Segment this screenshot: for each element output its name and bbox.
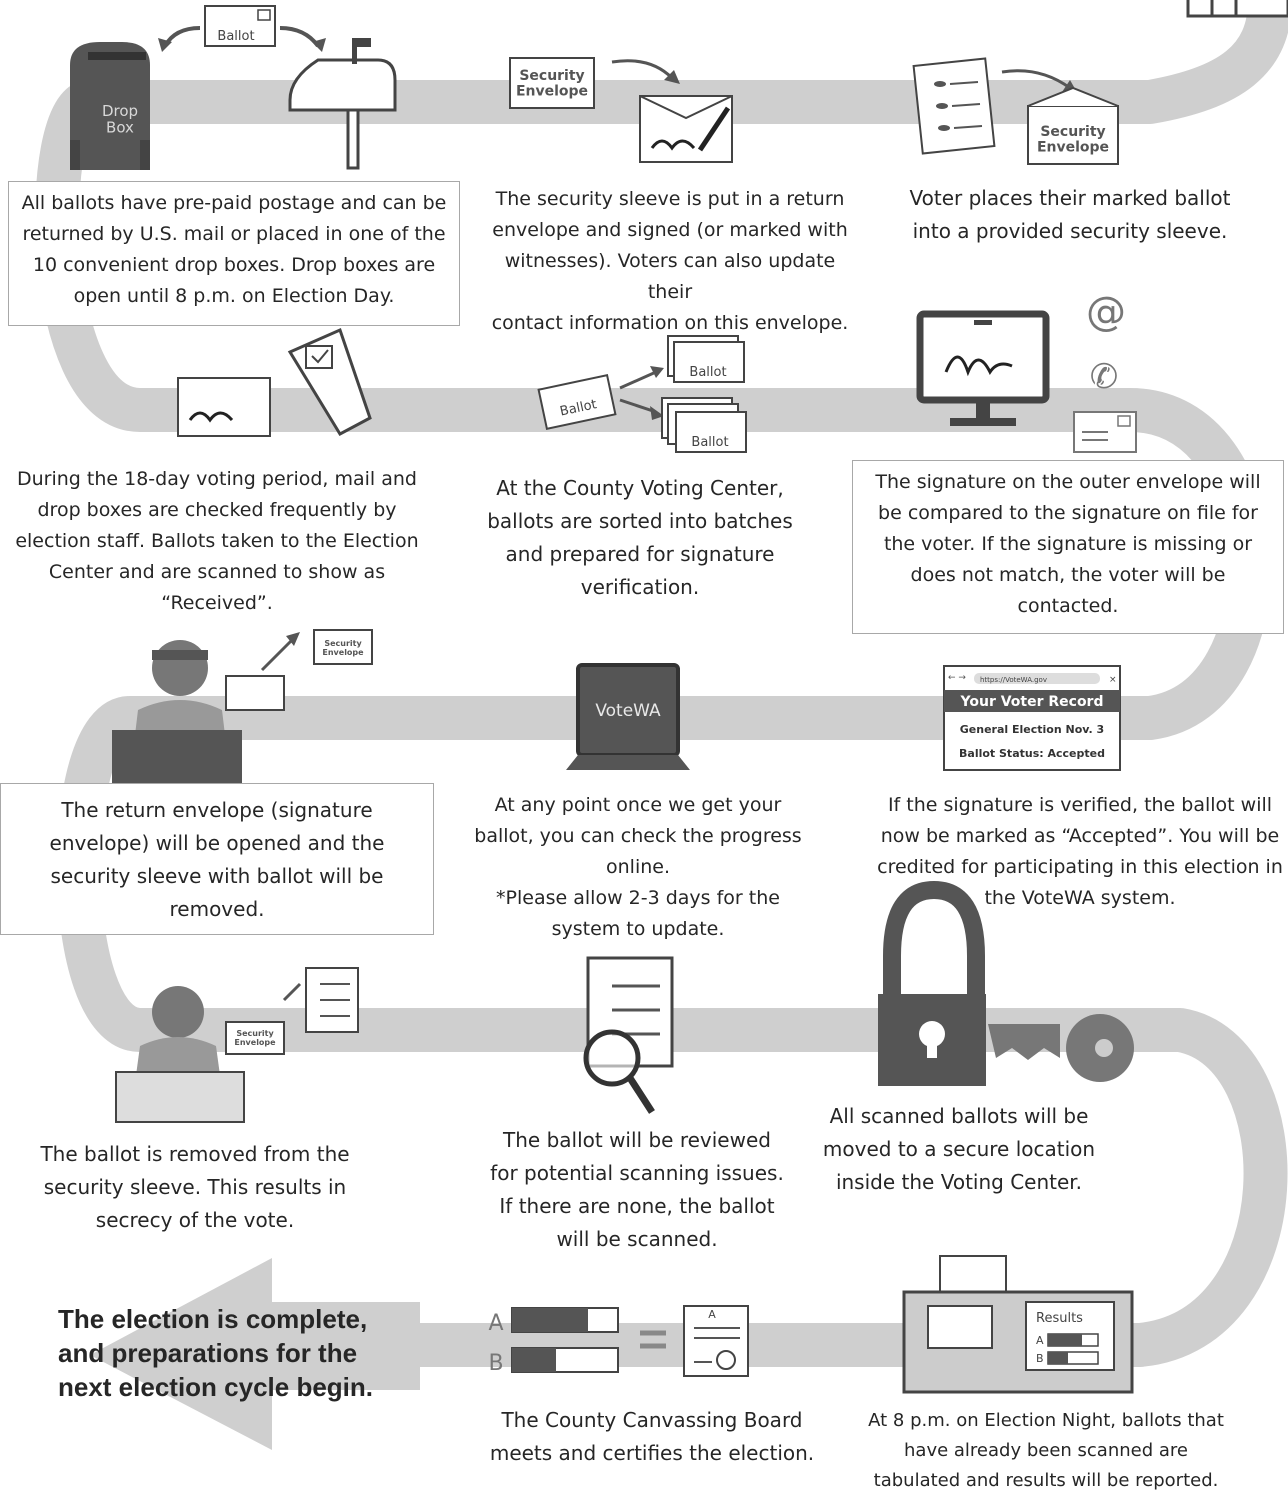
scanned-envelope-icon <box>177 377 271 437</box>
results-row-b: B <box>1036 1352 1044 1365</box>
results-label: Results <box>1036 1311 1083 1326</box>
step-caption-return-envelope: The security sleeve is put in a return e… <box>491 188 849 334</box>
step-caption-review: The ballot will be reviewed for potentia… <box>490 1128 784 1251</box>
ballot-paper-icon <box>912 57 996 155</box>
staff-worker-icon <box>112 640 242 788</box>
staff-worker-icon-2 <box>115 986 245 1123</box>
security-envelope-text-4: Security <box>236 1029 274 1038</box>
contact-icons: @ ✆ <box>1073 289 1137 453</box>
results-row-a: A <box>1036 1334 1044 1347</box>
equals-icon <box>640 1330 666 1349</box>
security-envelope-text-3: Security <box>324 639 362 648</box>
ballot-stack-icon-2: Ballot <box>661 397 747 453</box>
ballot-card-label: Ballot <box>217 29 254 44</box>
step-caption-secrecy: The ballot is removed from the security … <box>40 1142 350 1232</box>
laptop-icon: VoteWA <box>566 663 690 770</box>
ballot-box-icon <box>1186 0 1288 18</box>
step-caption-check-online: At any point once we get your ballot, yo… <box>474 794 802 940</box>
magnifier-ballot-icon <box>583 956 674 1114</box>
voter-record-election: General Election Nov. 3 <box>960 723 1104 736</box>
step-caption-signature-check: The signature on the outer envelope will… <box>852 460 1284 634</box>
step-caption-received: During the 18-day voting period, mail an… <box>15 468 419 614</box>
barcode-scanner-icon <box>287 327 372 436</box>
votewa-screen-label: VoteWA <box>595 701 661 721</box>
mailbox-icon <box>288 38 397 170</box>
postcard-icon <box>1073 411 1137 453</box>
security-envelope-text-2: Security <box>1040 124 1105 140</box>
voter-record-window: ← → https://VoteWA.gov × Your Voter Reco… <box>943 665 1121 771</box>
signature-monitor-icon <box>916 310 1050 426</box>
drop-box-text: Drop <box>102 102 138 120</box>
ballot-card-icon: Ballot <box>204 5 276 47</box>
certificate-icon: A <box>683 1305 749 1377</box>
tabulator-icon: Results A B <box>902 1255 1134 1394</box>
key-icon <box>988 1014 1134 1082</box>
phone-icon: ✆ <box>1090 357 1119 397</box>
ballot-stack-label: Ballot <box>689 365 726 380</box>
ballot-stack-icon: Ballot <box>667 335 745 383</box>
step-caption-opened: The return envelope (signature envelope)… <box>0 783 434 935</box>
ballot-paper-icon-2 <box>305 967 359 1033</box>
row-b-letter: B <box>488 1351 503 1376</box>
certificate-letter: A <box>708 1308 716 1321</box>
voter-record-title: Your Voter Record <box>960 694 1104 710</box>
step-caption-return-options: All ballots have pre-paid postage and ca… <box>8 181 460 326</box>
browser-url: https://VoteWA.gov <box>980 676 1047 684</box>
step-caption-tabulate: At 8 p.m. on Election Night, ballots tha… <box>868 1410 1224 1491</box>
row-a-letter: A <box>488 1311 503 1336</box>
step-caption-security-sleeve: Voter places their marked ballot into a … <box>909 186 1231 243</box>
signed-envelope-icon <box>639 95 733 163</box>
results-bars-icon: A B <box>488 1307 619 1376</box>
final-message: The election is complete, and preparatio… <box>58 1304 373 1402</box>
browser-nav: ← → <box>948 673 966 683</box>
step-caption-accepted: If the signature is verified, the ballot… <box>877 794 1283 909</box>
ballot-card-icon-2: Ballot <box>537 373 617 431</box>
step-caption-secure: All scanned ballots will be moved to a s… <box>822 1104 1096 1194</box>
padlock-icon <box>878 880 986 1086</box>
step-caption-batches: At the County Voting Center, ballots are… <box>487 476 793 599</box>
final-arrow <box>90 1258 420 1450</box>
voter-record-status: Ballot Status: Accepted <box>959 747 1105 760</box>
browser-close: × <box>1109 675 1117 685</box>
ballot-stack-label-2: Ballot <box>691 435 728 450</box>
security-envelope-text: Security <box>519 68 584 84</box>
step-caption-certify: The County Canvassing Board meets and ce… <box>489 1408 815 1465</box>
opened-envelope-icon <box>225 675 285 711</box>
email-icon: @ <box>1086 289 1126 335</box>
